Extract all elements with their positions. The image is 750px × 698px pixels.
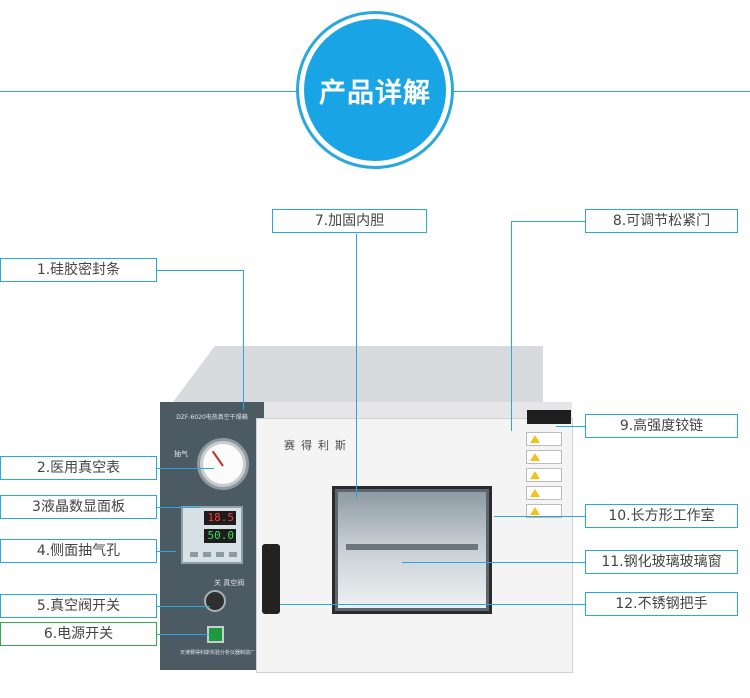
leader-door (511, 221, 512, 431)
display-button[interactable] (203, 552, 211, 557)
vacuum-valve-knob[interactable] (204, 590, 226, 612)
callout-seal: 1.硅胶密封条 (0, 258, 157, 282)
leader-liner (356, 234, 357, 498)
door-brand: 赛得利斯 (284, 439, 352, 452)
warning-icon (530, 453, 540, 461)
callout-handle: 12.不锈钢把手 (585, 592, 738, 616)
callout-hinge: 9.高强度铰链 (585, 414, 738, 438)
leader-handle (280, 604, 586, 605)
leader-seal (243, 270, 244, 410)
warning-icon (530, 489, 540, 497)
door-handle (262, 544, 280, 614)
leader-vent (156, 551, 176, 552)
display-button[interactable] (229, 552, 237, 557)
leader-lcd (156, 507, 200, 508)
callout-door: 8.可调节松紧门 (585, 209, 738, 233)
leader-hinge (556, 426, 586, 427)
leader-gauge (156, 468, 214, 469)
gauge-tag: 抽气 (174, 450, 188, 458)
leader-door (511, 221, 586, 222)
display-pv: 18.5 (204, 511, 236, 525)
callout-chamber: 10.长方形工作室 (585, 504, 738, 528)
leader-seal (156, 270, 244, 271)
warning-label (526, 468, 562, 482)
chamber-shelf (346, 544, 478, 550)
warning-icon (530, 435, 540, 443)
leader-glass (402, 562, 586, 563)
callout-glass: 11.钢化玻璃玻璃窗 (585, 550, 738, 574)
warning-label (526, 504, 562, 518)
leader-valve (156, 606, 210, 607)
warning-label (526, 432, 562, 446)
valve-tag: 关 真空阀 (214, 579, 245, 587)
callout-valve: 5.真空阀开关 (0, 594, 157, 618)
leader-power (156, 634, 210, 635)
warning-label (526, 450, 562, 464)
callout-vent: 4.侧面抽气孔 (0, 539, 157, 563)
warning-icon (530, 507, 540, 515)
warning-label (526, 486, 562, 500)
title-badge: 产品详解 (304, 19, 446, 161)
panel-footer: 天津赛得利斯实验分析仪器制造厂 (180, 650, 256, 656)
callout-power: 6.电源开关 (0, 622, 157, 646)
leader-chamber (494, 516, 586, 517)
callout-liner: 7.加固内胆 (272, 209, 427, 233)
tempered-glass (338, 492, 486, 608)
display-button[interactable] (190, 552, 198, 557)
display-sv: 50.0 (204, 529, 236, 543)
model-plate: DZF-6020电热真空干燥箱 (176, 414, 248, 421)
warning-icon (530, 471, 540, 479)
callout-lcd: 3液晶数显面板 (0, 495, 157, 519)
page-title: 产品详解 (319, 77, 431, 109)
door-hinge (527, 410, 571, 424)
callout-gauge: 2.医用真空表 (0, 456, 157, 480)
display-button[interactable] (216, 552, 224, 557)
